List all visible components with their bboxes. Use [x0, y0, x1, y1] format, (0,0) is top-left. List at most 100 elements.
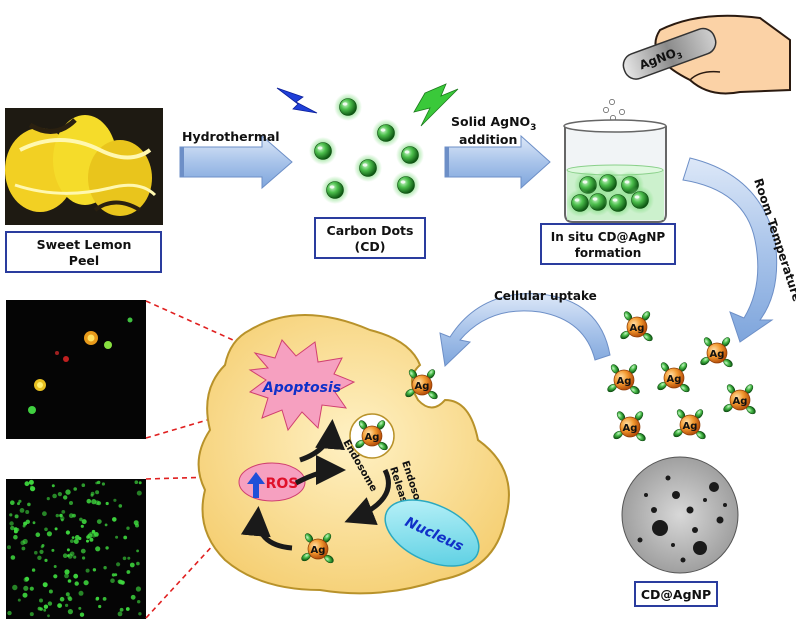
fluorescent-cell-dot [65, 489, 71, 495]
fluorescent-cell-dot [95, 597, 99, 601]
ros-label: ROS [266, 476, 299, 492]
fluorescent-cell-dot [137, 600, 141, 604]
lightning-bolt-blue-icon [276, 87, 318, 114]
fluorescent-cell-dot [24, 576, 30, 582]
fluorescent-cell-dot [46, 497, 50, 501]
fluorescence-image-apoptosis [6, 300, 146, 439]
insitu-label-box [540, 223, 676, 265]
fluorescent-cell-dot [32, 521, 36, 525]
lemon-peel-photo [5, 108, 163, 225]
fluorescent-cell-dot [43, 604, 49, 609]
fluorescent-cell-dot [134, 480, 139, 485]
fluorescent-cell-dot [122, 556, 127, 561]
fluorescent-cell-dot [119, 607, 124, 612]
fluorescent-cell-dot [24, 481, 30, 487]
fluorescent-cell-dot [78, 590, 84, 596]
fluorescent-cell-dot [7, 545, 11, 550]
released-ag-label: Ag [311, 545, 326, 556]
fluorescent-cell-dot [40, 545, 44, 549]
carbon-dots-label-box [314, 217, 426, 259]
fluorescent-cell-dot [73, 555, 77, 559]
fluorescent-cell-dot [80, 524, 84, 528]
cellular-uptake-label: Cellular uptake [494, 289, 597, 303]
ag-label: Ag [733, 396, 748, 407]
fluorescent-cell-dot [67, 595, 72, 600]
fluorescent-cell-dot [59, 596, 65, 602]
fluorescent-cell-dot [116, 562, 121, 567]
ag-labels: Ag Ag Ag Ag Ag Ag Ag [617, 323, 748, 434]
fluorescent-cell-dot [9, 513, 13, 517]
fluorescent-cell-dot [103, 566, 107, 570]
fluorescent-cell-dot [28, 479, 34, 485]
fluorescent-cell-dot [34, 550, 38, 555]
fluorescent-cell-dot [83, 580, 89, 586]
fluorescent-cell-dot [53, 565, 57, 568]
fluorescent-cell-dot [47, 614, 50, 618]
fluorescent-cell-dot [17, 502, 20, 506]
fluorescent-cell-dot [96, 519, 102, 524]
fluorescent-cell-dot [74, 581, 79, 586]
beaker [563, 119, 667, 223]
fluorescent-cell-dot [126, 570, 131, 574]
fluorescent-cell-dot [81, 483, 86, 488]
carbon-dots-label-line1: Carbon Dots [327, 223, 414, 238]
product-label: CD@AgNP [641, 587, 711, 602]
fluorescent-cell-dot [44, 527, 48, 532]
ag-label: Ag [623, 423, 638, 434]
fluorescent-cell-dot [62, 495, 68, 500]
fluorescent-cell-dot [57, 492, 63, 497]
fluorescent-cell-dot [79, 612, 85, 617]
fluorescent-cell-dot [69, 551, 75, 557]
fluorescent-cell-dot [61, 510, 66, 514]
ag-label: Ag [683, 421, 698, 432]
fluorescent-cell-dot [13, 527, 18, 531]
fluorescent-cell-dot [37, 555, 42, 560]
fluorescent-cell-dot [67, 579, 72, 583]
fluorescent-cell-dot [91, 499, 97, 505]
fluorescent-cell-dot [39, 549, 44, 555]
fluorescent-cell-dot [69, 501, 73, 505]
fluorescent-cell-dot [67, 554, 70, 557]
insitu-label-line1: In situ CD@AgNP [551, 230, 666, 244]
fluorescent-cell-dot [10, 500, 15, 506]
fluorescent-cell-dot [78, 606, 82, 610]
agno3-test-tube: AgNO3 [622, 27, 717, 80]
fluorescent-cell-dot [22, 592, 28, 598]
fluorescent-cell-dot [138, 612, 142, 616]
fluorescent-cell-dot [70, 539, 74, 543]
fluorescent-cell-dot [42, 511, 47, 517]
fluorescent-cell-dot [35, 532, 41, 537]
fluorescent-cell-dot [44, 558, 48, 563]
fluorescent-cell-dot [117, 611, 123, 617]
fluorescent-cell-dot [68, 513, 74, 519]
fluorescent-cell-dot [129, 562, 135, 568]
fluorescent-cell-dot [10, 525, 15, 531]
fluorescent-cell-dot [7, 610, 12, 616]
fluorescent-cell-dot [102, 597, 107, 601]
carbon-dots-cluster [308, 92, 425, 205]
apoptosis-burst [248, 339, 356, 432]
fluorescent-cell-dot [86, 539, 89, 543]
cellular-uptake-arrow [439, 293, 611, 368]
fluorescent-cell-dot [47, 601, 53, 606]
fluorescent-cell-dot [81, 519, 87, 525]
fluorescent-cell-dot [130, 594, 136, 600]
fluorescent-cell-dot [57, 603, 62, 608]
fluorescent-cell-dot [135, 586, 141, 592]
fluorescent-cell-dot [101, 482, 105, 486]
up-arrow-icon [247, 472, 265, 498]
fluorescent-cell-dot [73, 539, 79, 544]
fluorescent-cell-dot [17, 598, 21, 602]
product-label-box [634, 581, 718, 607]
fluorescent-cell-dot [67, 609, 73, 615]
fluorescent-cell-dot [18, 499, 22, 503]
fluorescent-cell-dot [74, 535, 80, 540]
fluorescent-cell-dot [118, 579, 124, 585]
fluorescent-cell-dot [10, 555, 16, 560]
fluorescent-cell-dot [37, 606, 42, 611]
fluorescent-cell-dot [54, 527, 58, 531]
fluorescent-cell-dot [53, 574, 58, 579]
fluorescent-cell-dot [86, 498, 92, 504]
ag-label: Ag [617, 376, 632, 387]
